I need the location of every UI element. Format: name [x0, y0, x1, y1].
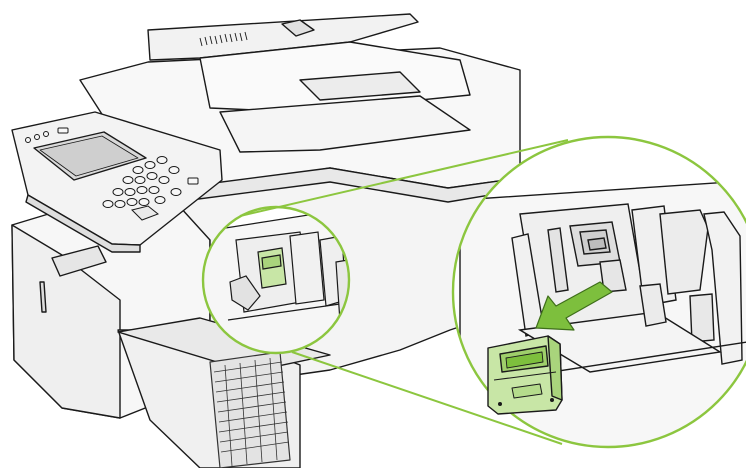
feeder-roller-ridges [199, 31, 248, 47]
zoom-circle-small [201, 205, 351, 355]
touch-screen-glass [39, 135, 139, 177]
control-panel-buttons [25, 127, 199, 221]
status-light [34, 134, 40, 140]
cartridge-grip [511, 383, 543, 399]
status-light [25, 137, 31, 143]
output-tray-lip [299, 71, 421, 101]
status-light [43, 131, 49, 137]
cabinet-handle-slot [51, 245, 107, 277]
output-tray [219, 95, 471, 153]
cabinet-side-handle [39, 281, 47, 313]
staple-cartridge [487, 335, 563, 415]
removal-arrow [535, 281, 613, 331]
start-button [131, 205, 159, 221]
vent-grille [209, 351, 291, 468]
control-panel-edge [25, 194, 141, 253]
callout-lines [239, 139, 569, 445]
feeder-guide [281, 19, 315, 37]
panel-key [57, 127, 69, 134]
